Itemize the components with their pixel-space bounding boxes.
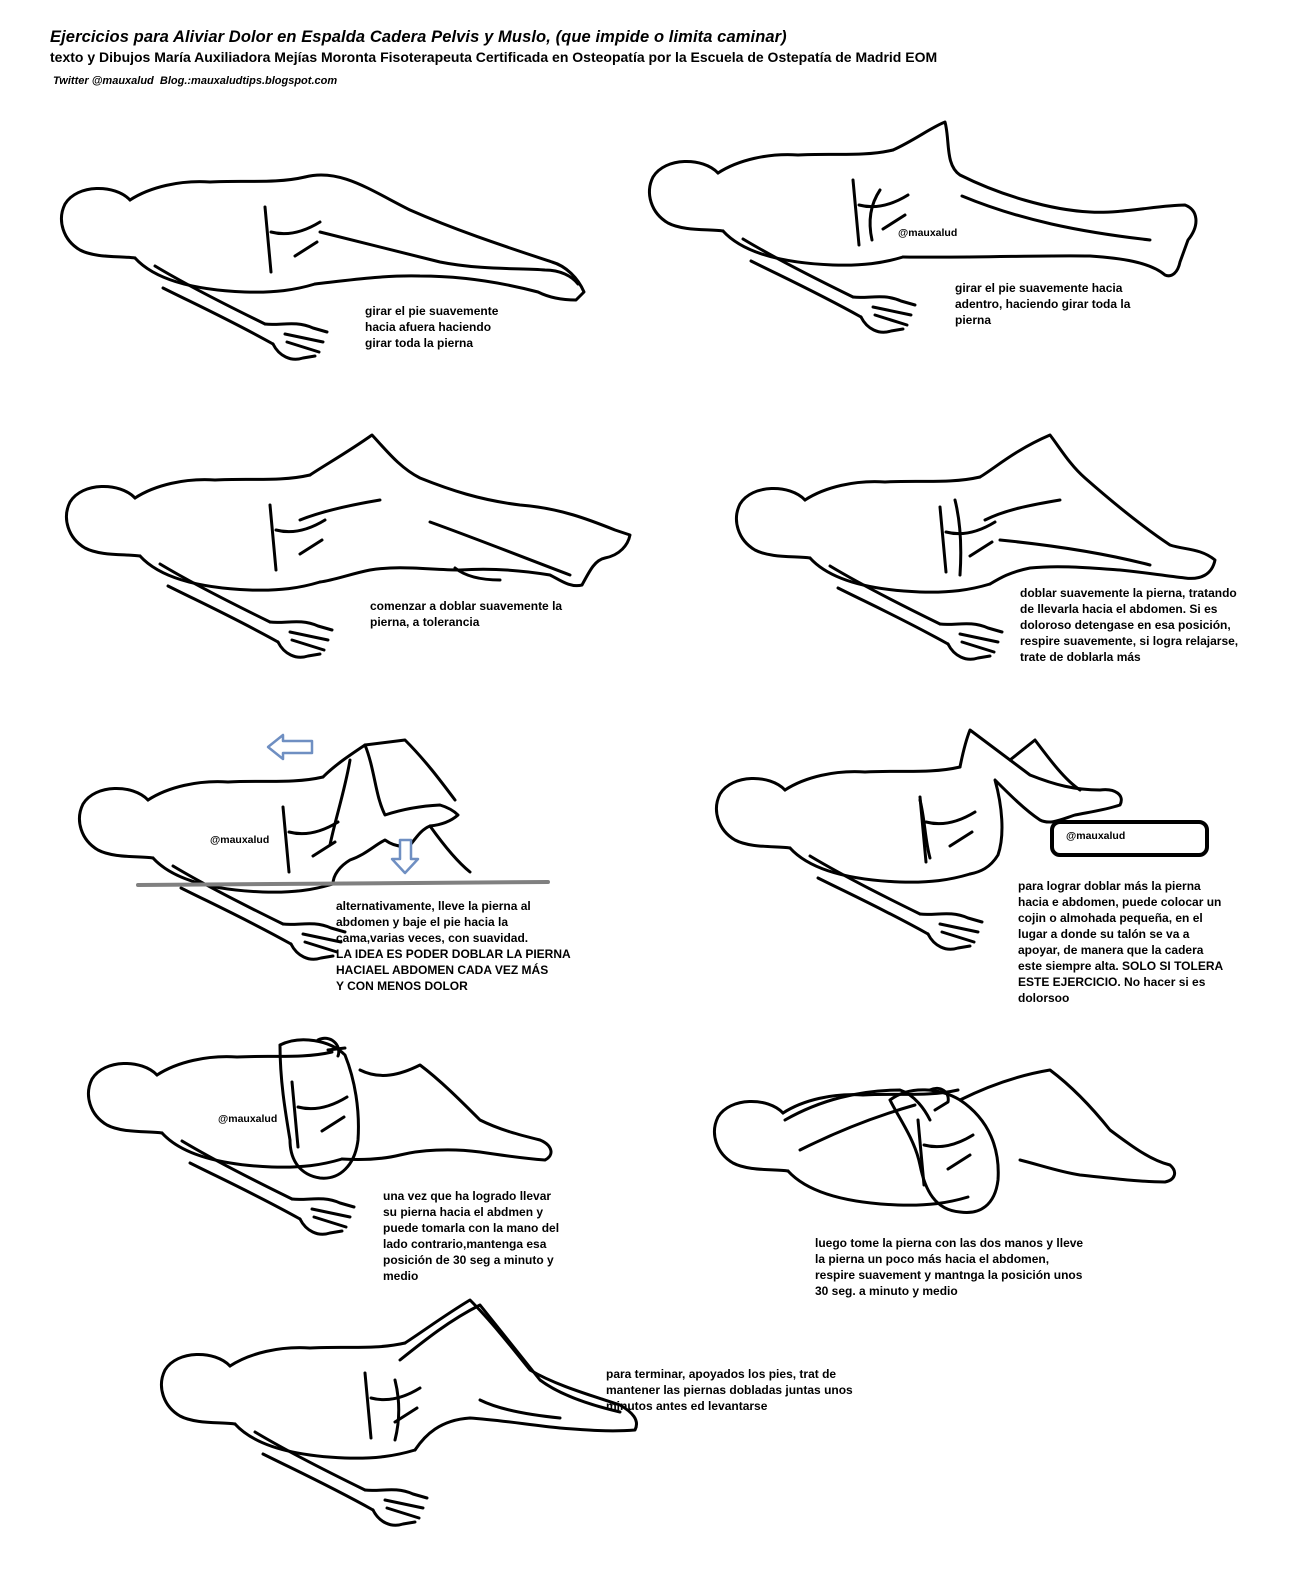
head-and-torso [86, 1050, 349, 1169]
arm [153, 264, 329, 361]
exercise-2-figure [647, 120, 1198, 334]
arm [828, 564, 1004, 661]
watermark: @mauxalud [1066, 830, 1126, 842]
exercise-6-figure [714, 728, 1209, 951]
arm [253, 1430, 429, 1527]
head-and-torso [712, 1088, 975, 1207]
exercise-3-caption: comenzar a doblar suavemente la pierna, … [370, 599, 563, 629]
arm [158, 562, 334, 659]
second-leg [953, 498, 1152, 577]
head-and-torso [159, 1341, 422, 1460]
arm [808, 854, 984, 951]
watermark: @mauxalud [210, 834, 270, 846]
arrow-left-icon [266, 733, 314, 761]
knee-line [868, 188, 882, 242]
second-leg [298, 498, 572, 582]
arm [171, 864, 347, 961]
exercise-4-figure [734, 433, 1217, 661]
watermark: @mauxalud [898, 227, 958, 239]
contact-line: Twitter @mauxalud Blog.:mauxaludtips.blo… [53, 75, 338, 87]
hand-on-knee [316, 1036, 347, 1058]
bent-thigh [278, 1038, 360, 1180]
exercise-1-figure [59, 173, 586, 361]
head-and-torso [59, 175, 322, 294]
second-leg [318, 230, 580, 286]
arm [741, 237, 917, 334]
page-title: Ejercicios para Aliviar Dolor en Espalda… [50, 28, 787, 46]
watermark: @mauxalud [218, 1113, 278, 1125]
exercise-5-caption: alternativamente, lleve la pierna al abd… [336, 899, 571, 993]
author-line: texto y Dibujos María Auxiliadora Mejías… [50, 49, 938, 65]
arrow-down-icon [390, 838, 420, 875]
legs [978, 433, 1217, 586]
head-and-torso [734, 475, 997, 594]
second-leg [340, 1063, 553, 1162]
legs [321, 743, 460, 886]
bent-thigh [888, 1088, 1000, 1215]
legs [303, 173, 586, 302]
head-and-torso [64, 473, 327, 592]
second-leg [328, 738, 472, 874]
exercise-8-figure [712, 1068, 1177, 1215]
exercise-1-caption: girar el pie suavemente hacia afuera hac… [365, 304, 499, 350]
second-leg [918, 738, 1082, 860]
arm [180, 1139, 356, 1236]
exercise-2-caption: girar el pie suavemente hacia adentro, h… [955, 281, 1131, 327]
exercise-4-caption: doblar suavemente la pierna, tratando de… [1020, 586, 1239, 664]
exercise-7-caption: una vez que ha logrado llevar su pierna … [383, 1189, 560, 1283]
exercise-9-figure [159, 1298, 638, 1527]
head-and-torso [77, 775, 340, 894]
legs [958, 728, 1123, 876]
head-and-torso [714, 765, 977, 884]
legs [403, 1298, 638, 1452]
head-and-torso [647, 148, 910, 267]
second-leg [960, 194, 1152, 242]
exercise-5-figure [77, 738, 550, 961]
exercise-9-caption: para terminar, apoyados los pies, trat d… [606, 1367, 853, 1413]
exercise-7-figure [86, 1036, 553, 1236]
bed-line [136, 880, 550, 887]
exercise-3-figure [64, 433, 632, 659]
second-leg [393, 1303, 622, 1442]
exercise-8-caption: luego tome la pierna con las dos manos y… [815, 1236, 1084, 1298]
pillow [1050, 820, 1209, 857]
legs [308, 433, 632, 588]
exercise-6-caption: para lograr doblar más la pierna hacia e… [1018, 879, 1224, 1005]
arms-holding-knee [783, 1086, 950, 1152]
second-leg [958, 1068, 1177, 1184]
legs [891, 120, 1198, 278]
